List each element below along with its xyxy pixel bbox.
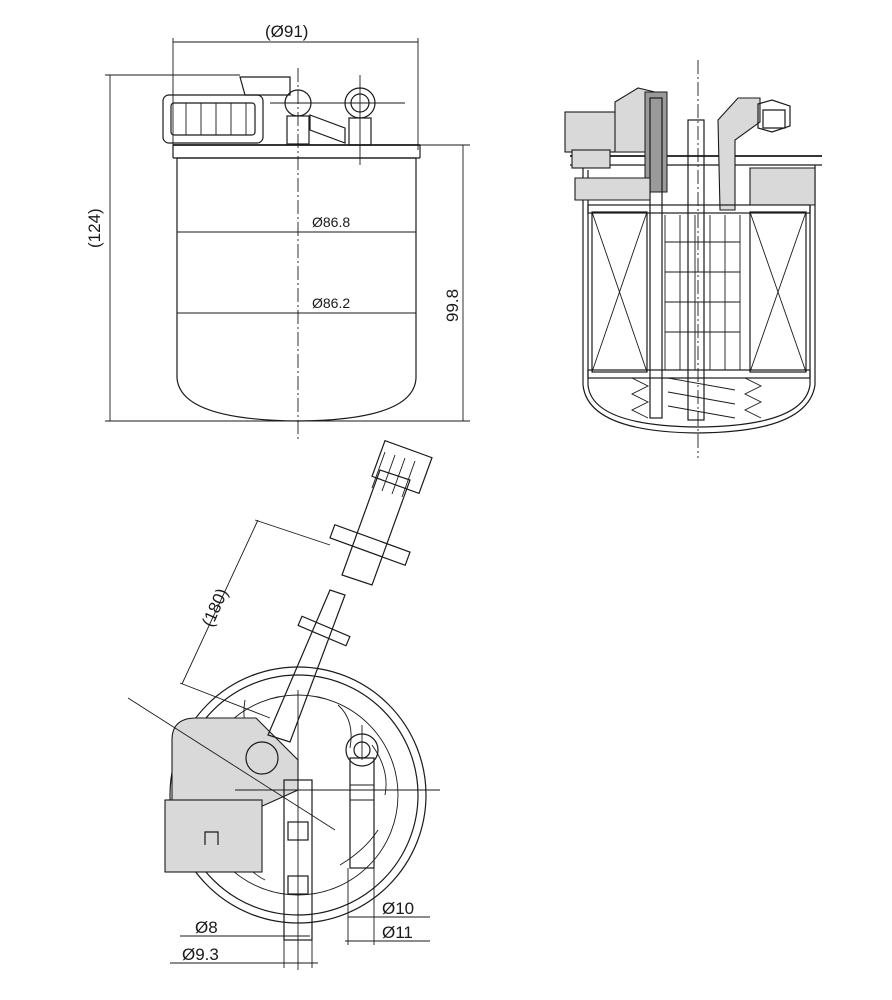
- dim-cable-length: (180): [198, 586, 231, 630]
- section-view: [564, 60, 822, 458]
- front-view: (Ø91) (124) Ø86.8 Ø86.2 99.8: [85, 22, 470, 440]
- dim-port-a-inner: Ø8: [195, 918, 218, 937]
- dim-body-height: 99.8: [443, 289, 462, 322]
- dim-upper-diameter: Ø86.8: [312, 214, 350, 230]
- dim-port-a-outer: Ø9.3: [182, 945, 219, 964]
- dim-top-width: (Ø91): [265, 22, 308, 41]
- top-view: (180) Ø8 Ø9.3 Ø10 Ø11: [127, 439, 440, 970]
- dim-port-b-inner: Ø10: [382, 899, 414, 918]
- dim-port-b-outer: Ø11: [382, 923, 413, 942]
- dim-overall-height: (124): [85, 208, 104, 248]
- dim-lower-diameter: Ø86.2: [312, 295, 350, 311]
